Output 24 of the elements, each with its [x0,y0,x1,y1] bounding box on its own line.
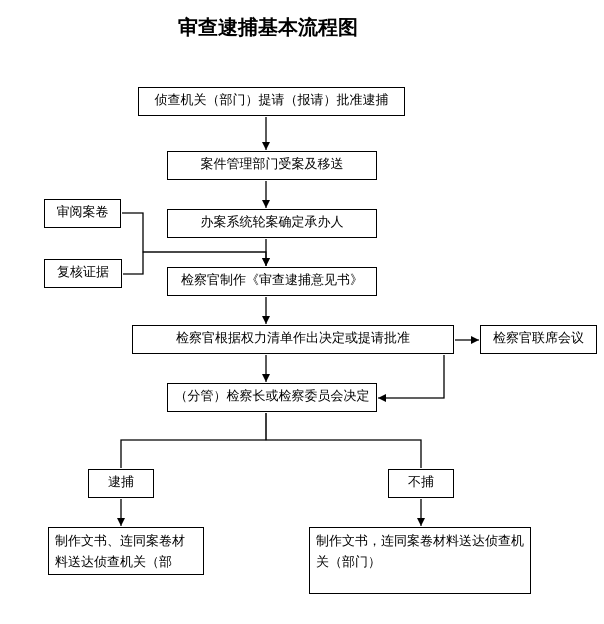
arrow [417,499,425,526]
process-box: 检察官根据权力清单作出决定或提请批准 [132,325,454,354]
arrow [262,297,270,324]
arrow [378,355,445,402]
arrow [455,336,479,344]
process-box: 检察官制作《审查逮捕意见书》 [167,267,377,296]
arrow [262,117,270,150]
process-box: 复核证据 [44,259,122,288]
process-box: 检察官联席会议 [480,325,597,354]
title: 审查逮捕基本流程图 [177,14,359,41]
process-box: 审阅案卷 [44,199,121,228]
process-box: 办案系统轮案确定承办人 [167,209,377,238]
process-box: 侦查机关（部门）提请（报请）批准逮捕 [138,87,405,116]
process-box: 制作文书，连同案卷材料送达侦查机关（部门） [309,527,531,594]
arrow [123,251,270,275]
process-box: 案件管理部门受案及移送 [167,151,377,180]
process-box: 不捕 [388,469,454,498]
process-box: 制作文书、连同案卷材料送达侦查机关（部 [48,527,204,575]
process-box: 逮捕 [88,469,154,498]
arrow [262,355,270,382]
arrow [117,499,125,526]
arrow [262,181,270,208]
process-box: （分管）检察长或检察委员会决定 [167,383,377,412]
connector-line [265,413,422,468]
